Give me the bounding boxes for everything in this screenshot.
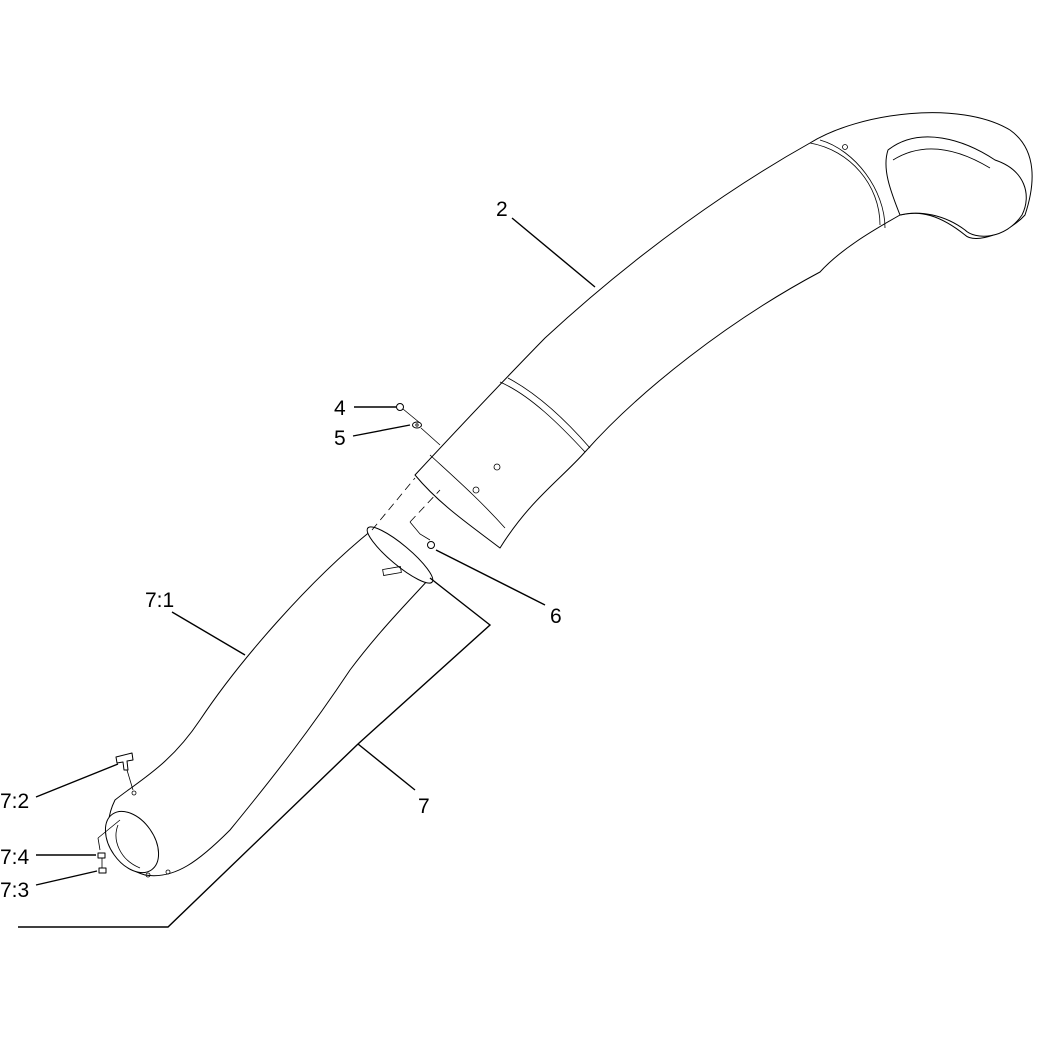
screw-part-7-4	[97, 852, 106, 859]
cap-screw-part-4	[396, 403, 421, 424]
callout-7-4: 7:4	[0, 846, 30, 869]
alignment-line	[371, 477, 416, 531]
callout-7-3: 7:3	[0, 879, 29, 902]
callout-5: 5	[334, 427, 346, 450]
leader-lines	[18, 217, 596, 928]
callout-2: 2	[496, 198, 508, 221]
discharge-tube-part-2	[414, 112, 1033, 549]
alignment-line	[409, 489, 441, 523]
lower-tube-part-7-1	[104, 526, 434, 878]
callout-7-2: 7:2	[0, 790, 29, 813]
nut-part-7-3	[97, 819, 121, 874]
handle-bracket-part-7-2	[115, 752, 137, 796]
washer-part-5	[412, 421, 441, 446]
callout-7: 7	[418, 795, 430, 818]
callout-7-1: 7:1	[145, 589, 174, 612]
callout-4: 4	[334, 397, 346, 420]
callout-6: 6	[550, 605, 562, 628]
nut-part-6	[409, 521, 435, 549]
